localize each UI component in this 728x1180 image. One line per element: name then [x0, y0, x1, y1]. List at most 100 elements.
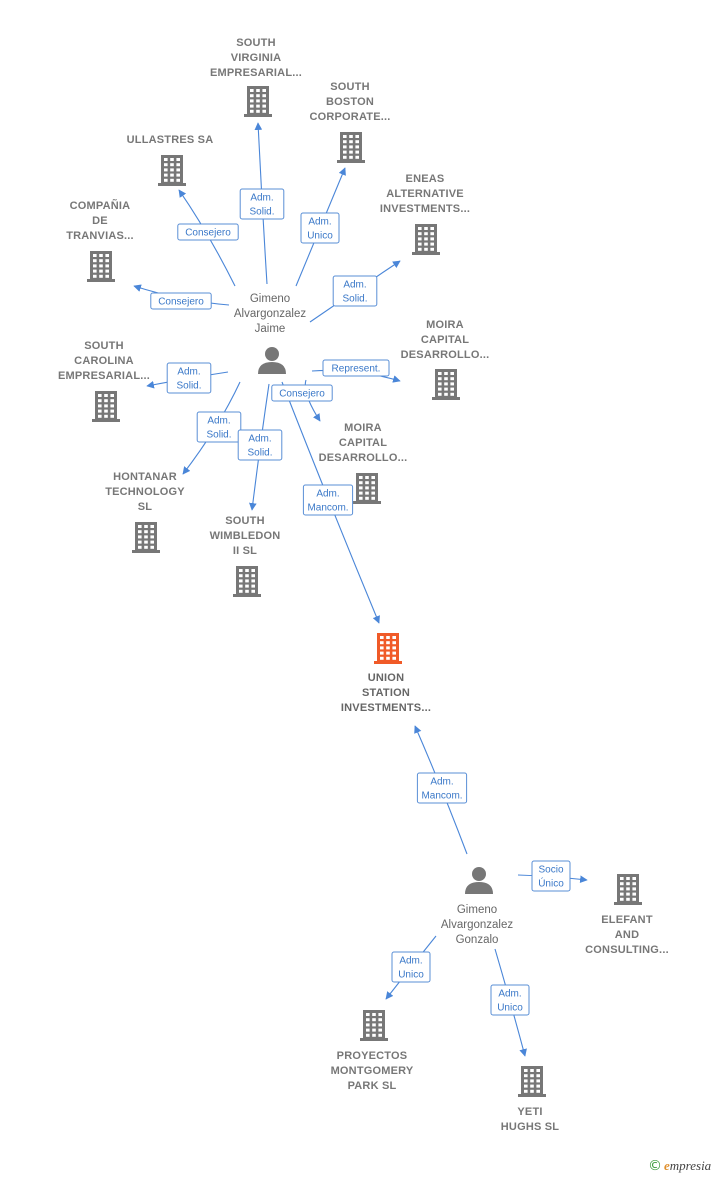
edge-label-gonzalo-to-proyectos[interactable]: Adm. Unico — [391, 951, 431, 983]
edge-label-box — [302, 484, 354, 516]
company-name-line: SL — [138, 501, 153, 513]
edge-label-text: Consejero — [279, 389, 325, 400]
edge-label-text: Solid. — [247, 448, 272, 459]
company-name-line: HUGHS SL — [501, 1121, 560, 1133]
edge-label-text: Adm. — [498, 989, 521, 1000]
person-name-line: Alvargonzalez — [234, 308, 306, 320]
company-node-wimbledon[interactable]: SOUTH WIMBLEDON II SL — [210, 515, 281, 597]
company-name-line: EMPRESARIAL... — [58, 370, 150, 382]
company-node-south_boston[interactable]: SOUTHBOSTONCORPORATE... — [309, 81, 390, 163]
company-name-line: PARK SL — [348, 1080, 397, 1092]
company-name-line: WIMBLEDON — [210, 530, 281, 542]
company-name-line: DESARROLLO... — [401, 349, 490, 361]
company-name-line: SOUTH — [225, 515, 265, 527]
company-node-elefant[interactable]: ELEFANT AND CONSULTING... — [585, 874, 669, 956]
edge-label-box — [177, 223, 239, 241]
edge-label-box — [166, 362, 212, 394]
edge-label-jaime-to-south_carolina[interactable]: Adm. Solid. — [166, 362, 212, 394]
company-name-line: HONTANAR — [113, 471, 177, 483]
edge-label-jaime-to-ullastres[interactable]: Consejero — [177, 223, 239, 241]
edge-label-gonzalo-to-yeti[interactable]: Adm.Unico — [490, 984, 530, 1016]
edge-label-jaime-to-hontanar[interactable]: Adm. Solid. — [196, 411, 242, 443]
edge-label-text: Adm. — [316, 489, 339, 500]
company-name-line: CAPITAL — [421, 334, 469, 346]
building-icon — [353, 473, 381, 504]
company-node-south_carolina[interactable]: SOUTHCAROLINAEMPRESARIAL... — [58, 340, 150, 422]
edge-label-gonzalo-to-union[interactable]: Adm. Mancom. — [416, 772, 468, 804]
edge-label-text: Único — [538, 877, 564, 890]
edge-label-text: Solid. — [249, 207, 274, 218]
company-name-line: SOUTH — [84, 340, 124, 352]
edges-layer — [133, 122, 588, 1057]
company-name-line: DE — [92, 215, 108, 227]
edge-label-box — [416, 772, 468, 804]
person-name-line: Gonzalo — [456, 934, 499, 946]
brand-logo: ©empresia — [648, 1158, 711, 1174]
edge-label-box — [239, 188, 285, 220]
nodes-layer: SOUTH VIRGINIA EMPRESARIAL... SOUTHBOSTONCO… — [58, 37, 669, 1133]
company-name-line: VIRGINIA — [231, 52, 282, 64]
building-icon — [412, 224, 440, 255]
edge-label-jaime-to-south_virginia[interactable]: Adm. Solid. — [239, 188, 285, 220]
edge-label-text: Unico — [398, 970, 424, 981]
edge-label-jaime-to-wimbledon[interactable]: Adm. Solid. — [237, 429, 283, 461]
brand-initial: e — [664, 1158, 670, 1173]
edge-label-jaime-to-south_boston[interactable]: Adm.Unico — [300, 212, 340, 244]
edge-label-text: Adm. — [177, 367, 200, 378]
edge-label-text: Adm. — [343, 280, 366, 291]
company-node-hontanar[interactable]: HONTANAR TECHNOLOGY SL — [105, 471, 185, 553]
company-node-eneas[interactable]: ENEASALTERNATIVEINVESTMENTS... — [380, 173, 470, 255]
company-name-line: MOIRA — [426, 319, 464, 331]
company-name-line: INVESTMENTS... — [380, 203, 470, 215]
company-node-moira2[interactable]: MOIRACAPITALDESARROLLO... — [319, 422, 408, 504]
edge-label-jaime-to-moira2[interactable]: Consejero — [271, 384, 333, 402]
edge-label-text: Solid. — [176, 381, 201, 392]
edge-label-jaime-to-tranvias[interactable]: Consejero — [150, 292, 212, 310]
edge-label-jaime-to-moira1[interactable]: Represent. — [322, 359, 390, 377]
edge-labels-layer: Adm.Solid.Adm.UnicoConsejeroAdm.Solid.Co… — [150, 188, 571, 1016]
company-node-tranvias[interactable]: COMPAÑIADETRANVIAS... — [66, 199, 134, 282]
company-name-line: MOIRA — [344, 422, 382, 434]
edge-label-box — [391, 951, 431, 983]
edge-label-text: Adm. — [399, 956, 422, 967]
edge-label-text: Consejero — [158, 297, 204, 308]
building-icon — [244, 86, 272, 117]
company-name-line: ULLASTRES SA — [127, 134, 214, 146]
company-name-line: II SL — [233, 545, 257, 557]
edge-label-box — [196, 411, 242, 443]
company-node-moira1[interactable]: MOIRA CAPITAL DESARROLLO... — [401, 319, 490, 400]
company-name-line: CONSULTING... — [585, 944, 669, 956]
company-node-ullastres[interactable]: ULLASTRES SA — [127, 134, 214, 186]
edge-label-jaime-to-union[interactable]: Adm. Mancom. — [302, 484, 354, 516]
edge-label-text: Mancom. — [421, 791, 462, 802]
edge-label-box — [332, 275, 378, 307]
company-name-line: SOUTH — [330, 81, 370, 93]
edge-label-box — [271, 384, 333, 402]
company-name-line: ELEFANT — [601, 914, 653, 926]
company-name-line: AND — [615, 929, 639, 941]
edge-label-text: Adm. — [248, 434, 271, 445]
company-node-south_virginia[interactable]: SOUTHVIRGINIAEMPRESARIAL... — [210, 37, 302, 117]
edge-label-text: Solid. — [206, 430, 231, 441]
brand-name: mpresia — [669, 1158, 712, 1173]
edge-label-text: Consejero — [185, 228, 231, 239]
company-name-line: SOUTH — [236, 37, 276, 49]
edge-label-text: Adm. — [308, 217, 331, 228]
edge-label-text: Adm. — [430, 777, 453, 788]
building-icon — [360, 1010, 388, 1041]
person-icon — [465, 867, 493, 894]
company-name-line: CORPORATE... — [309, 111, 390, 123]
edge-label-text: Mancom. — [307, 503, 348, 514]
edge-label-jaime-to-eneas[interactable]: Adm.Solid. — [332, 275, 378, 307]
edge-label-text: Adm. — [207, 416, 230, 427]
person-name-line: Jaime — [255, 323, 286, 335]
edge-label-text: Adm. — [250, 193, 273, 204]
company-node-union[interactable]: UNIONSTATIONINVESTMENTS... — [341, 633, 431, 714]
company-name-line: TECHNOLOGY — [105, 486, 185, 498]
